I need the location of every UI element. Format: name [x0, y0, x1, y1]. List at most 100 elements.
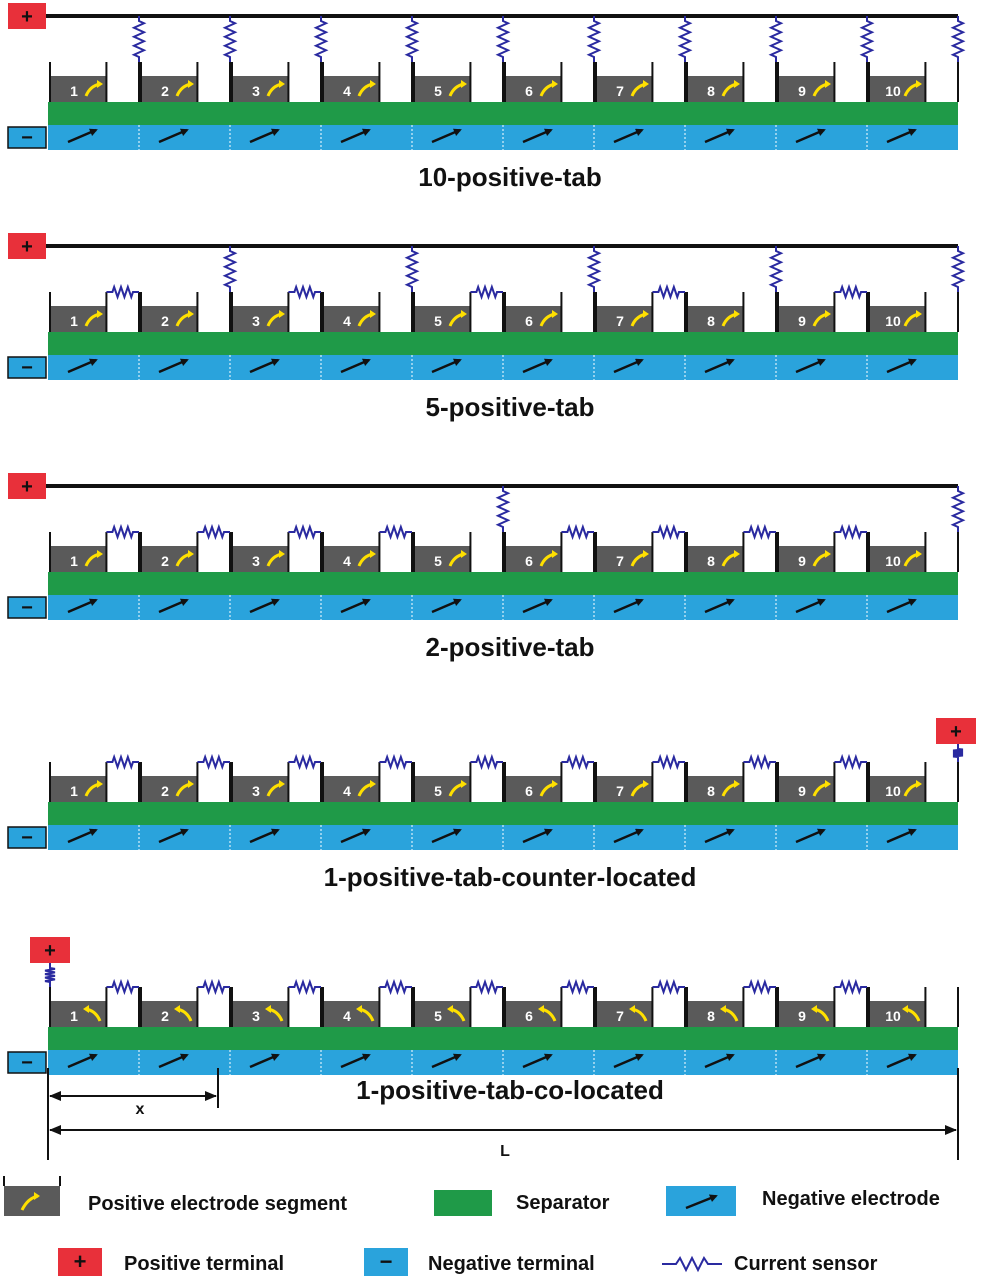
segment-number: 6: [525, 553, 533, 569]
negative-terminal: [7, 596, 47, 619]
minus-icon: −: [21, 357, 33, 379]
black-arrow-icon: [704, 358, 735, 374]
current-sensor-icon: [131, 16, 147, 62]
legend-separator: Separator: [434, 1190, 610, 1216]
legend-separator-label: Separator: [516, 1192, 610, 1214]
black-arrow-icon: [249, 358, 280, 374]
segment-number: 9: [798, 553, 806, 569]
segment-number: 6: [525, 783, 533, 799]
black-arrow-icon: [431, 828, 462, 844]
current-sensor-icon: [743, 753, 776, 771]
minus-icon: −: [21, 127, 33, 149]
legend-positive-terminal: + Positive terminal: [58, 1248, 284, 1276]
segment-number: 7: [616, 553, 624, 569]
dimension-L: L: [49, 1068, 959, 1160]
segment-number: 10: [885, 783, 901, 799]
current-sensor-icon: [379, 523, 412, 541]
positive-electrode-segment: 3: [231, 62, 322, 102]
minus-icon: −: [380, 1249, 393, 1274]
positive-terminal: [8, 3, 46, 29]
positive-electrode-segment: 2: [140, 532, 231, 572]
segment-number: 7: [616, 1008, 624, 1024]
dimension-x-label: x: [136, 1101, 145, 1118]
positive-terminal: [30, 937, 70, 963]
positive-electrode-segment: 10: [868, 532, 959, 572]
plus-icon: +: [44, 940, 56, 962]
current-sensor-icon: [106, 523, 139, 541]
current-sensor-icon: [743, 978, 776, 996]
current-sensor-icon: [652, 978, 685, 996]
legend: Positive electrode segment Separator Neg…: [3, 1176, 940, 1276]
positive-electrode-segment: 7: [595, 62, 686, 102]
segment-number: 5: [434, 1008, 442, 1024]
positive-electrode-segment: 7: [595, 532, 686, 572]
black-arrow-icon: [522, 828, 553, 844]
positive-electrode-segment: 10: [868, 987, 959, 1027]
positive-electrode-segment: 9: [777, 532, 868, 572]
positive-electrode-segment: 8: [686, 762, 777, 802]
current-sensor-icon: [834, 283, 867, 301]
black-arrow-icon: [431, 598, 462, 614]
segment-number: 1: [70, 553, 78, 569]
positive-electrode-segment: 8: [686, 292, 777, 332]
current-sensor-icon: [197, 753, 230, 771]
current-sensor-icon: [859, 16, 875, 62]
positive-electrode-segment: 6: [504, 62, 595, 102]
segment-number: 8: [707, 83, 715, 99]
segment-number: 9: [798, 783, 806, 799]
black-arrow-icon: [522, 598, 553, 614]
black-arrow-icon: [340, 1053, 371, 1069]
plus-icon: +: [74, 1249, 87, 1274]
segment-number: 10: [885, 83, 901, 99]
current-sensor-icon: [379, 753, 412, 771]
separator: [48, 572, 958, 595]
black-arrow-icon: [340, 598, 371, 614]
black-arrow-icon: [704, 128, 735, 144]
positive-electrode-segment: 6: [504, 292, 595, 332]
segment-number: 9: [798, 313, 806, 329]
positive-electrode-segment: 3: [231, 532, 322, 572]
segment-number: 9: [798, 83, 806, 99]
black-arrow-icon: [158, 598, 189, 614]
minus-icon: −: [21, 827, 33, 849]
separator: [48, 102, 958, 125]
segment-number: 7: [616, 313, 624, 329]
black-arrow-icon: [613, 1053, 644, 1069]
positive-terminal: [8, 233, 46, 259]
black-arrow-icon: [67, 1053, 98, 1069]
black-arrow-icon: [67, 828, 98, 844]
segment-number: 5: [434, 83, 442, 99]
positive-electrode-segment: 3: [231, 762, 322, 802]
positive-electrode-segment: 1: [49, 532, 140, 572]
segment-number: 4: [343, 1008, 351, 1024]
dimension-L-label: L: [500, 1143, 510, 1160]
positive-electrode-segment: 6: [504, 532, 595, 572]
current-sensor-icon: [950, 486, 966, 532]
positive-electrode-segment: 1: [49, 762, 140, 802]
legend-negative-electrode-label: Negative electrode: [762, 1188, 940, 1210]
positive-terminal: [936, 718, 976, 744]
positive-electrode-segment: 1: [49, 987, 140, 1027]
segment-number: 8: [707, 553, 715, 569]
black-arrow-icon: [522, 1053, 553, 1069]
separator: [48, 332, 958, 355]
legend-current-sensor: Current sensor: [662, 1253, 878, 1275]
positive-electrode-segment: 8: [686, 532, 777, 572]
current-sensor-icon: [288, 978, 321, 996]
positive-electrode-segment: 8: [686, 62, 777, 102]
positive-electrode-segment: 5: [413, 62, 504, 102]
black-arrow-icon: [158, 828, 189, 844]
black-arrow-icon: [795, 358, 826, 374]
segment-number: 5: [434, 783, 442, 799]
current-sensor-icon: [288, 283, 321, 301]
current-sensor-icon: [950, 16, 966, 62]
segment-number: 2: [161, 83, 169, 99]
current-sensor-icon: [106, 753, 139, 771]
current-sensor-icon: [652, 283, 685, 301]
black-arrow-icon: [431, 358, 462, 374]
positive-electrode-segment: 10: [868, 292, 959, 332]
black-arrow-icon: [431, 128, 462, 144]
